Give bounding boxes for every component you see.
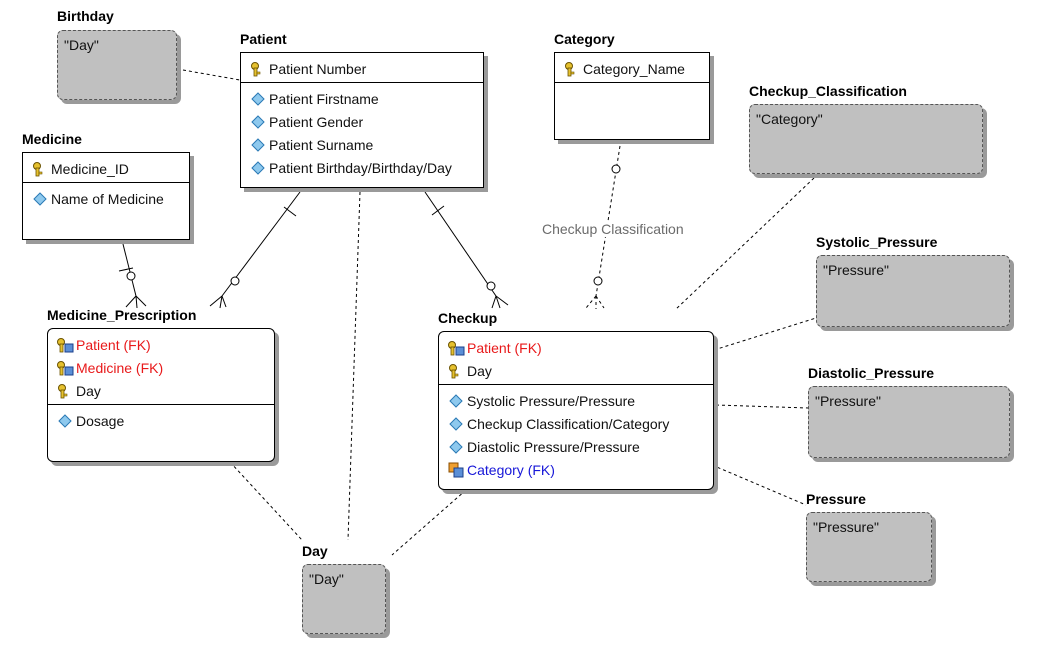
diamond-icon [447, 392, 465, 410]
attribute-name: Patient (FK) [467, 339, 542, 356]
relationship-patient-checkup [424, 191, 497, 297]
entity-title-medicine-prescription: Medicine_Prescription [47, 307, 197, 323]
attribute-row[interactable]: Patient Birthday/Birthday/Day [249, 156, 477, 179]
domain-value-day: "Day" [309, 571, 344, 587]
attribute-row[interactable]: Patient (FK) [447, 336, 707, 359]
diamond-icon [249, 113, 267, 131]
diamond-icon [249, 90, 267, 108]
key-icon [31, 160, 49, 178]
attribute-row[interactable]: Category (FK) [447, 458, 707, 481]
domain-title-checkup-classification: Checkup_Classification [749, 83, 907, 99]
domain-diastolic-pressure[interactable]: "Pressure" [808, 386, 1010, 458]
entity-patient-keys: Patient Number [241, 53, 483, 83]
attribute-row[interactable]: Systolic Pressure/Pressure [447, 389, 707, 412]
entity-medicine-keys: Medicine_ID [23, 153, 189, 183]
attribute-row[interactable]: Patient Gender [249, 110, 477, 133]
entity-medicine-prescription[interactable]: Patient (FK) Medicine (FK) Day Dosage [47, 328, 275, 462]
domain-title-pressure: Pressure [806, 491, 866, 507]
entity-title-medicine: Medicine [22, 131, 82, 147]
entity-title-checkup: Checkup [438, 310, 498, 326]
key-icon [249, 60, 267, 78]
attribute-row[interactable]: Medicine (FK) [56, 356, 268, 379]
domain-day[interactable]: "Day" [302, 564, 386, 634]
domain-value-systolic-pressure: "Pressure" [823, 262, 889, 278]
attribute-name: Patient Birthday/Birthday/Day [269, 159, 452, 176]
attribute-name: Medicine_ID [51, 160, 129, 177]
domain-title-day: Day [302, 543, 328, 559]
attribute-name: Patient Number [269, 60, 367, 77]
foreign-key-icon [56, 336, 74, 354]
foreign-attr-icon [447, 461, 465, 479]
domain-title-systolic-pressure: Systolic_Pressure [816, 234, 938, 250]
diamond-icon [31, 190, 49, 208]
attribute-name: Day [467, 362, 492, 379]
attribute-name: Day [76, 382, 101, 399]
attribute-row[interactable]: Checkup Classification/Category [447, 412, 707, 435]
diamond-icon [56, 412, 74, 430]
entity-checkup-attributes: Systolic Pressure/Pressure Checkup Class… [439, 385, 713, 483]
attribute-row[interactable]: Diastolic Pressure/Pressure [447, 435, 707, 458]
domain-birthday[interactable]: "Day" [57, 30, 177, 100]
entity-title-category: Category [554, 31, 615, 47]
entity-medicine-prescription-keys: Patient (FK) Medicine (FK) Day [48, 329, 274, 405]
domain-systolic-pressure[interactable]: "Pressure" [816, 255, 1010, 327]
attribute-name: Patient Surname [269, 136, 374, 153]
entity-checkup[interactable]: Patient (FK) Day Systolic Pressure/Press… [438, 331, 714, 490]
attribute-name: Medicine (FK) [76, 359, 164, 376]
domain-value-birthday: "Day" [64, 37, 99, 53]
attribute-row[interactable]: Patient Surname [249, 133, 477, 156]
attribute-name: Systolic Pressure/Pressure [467, 392, 636, 409]
entity-medicine[interactable]: Medicine_ID Name of Medicine [22, 152, 190, 240]
entity-patient-attributes: Patient Firstname Patient Gender Patient… [241, 83, 483, 181]
attribute-name: Dosage [76, 412, 125, 429]
domain-checkup-classification[interactable]: "Category" [749, 104, 983, 174]
relationship-label-checkup-classification: Checkup Classification [542, 221, 684, 237]
attribute-row[interactable]: Patient Number [249, 57, 477, 80]
domain-value-diastolic-pressure: "Pressure" [815, 393, 881, 409]
domain-title-birthday: Birthday [57, 8, 114, 24]
relationship-medicine-prescription [122, 243, 137, 297]
entity-checkup-keys: Patient (FK) Day [439, 332, 713, 385]
entity-category-keys: Category_Name [555, 53, 709, 83]
attribute-name: Category (FK) [467, 461, 555, 478]
attribute-name: Category_Name [583, 60, 685, 77]
entity-patient[interactable]: Patient Number Patient Firstname Patient… [240, 52, 484, 188]
diamond-icon [447, 438, 465, 456]
foreign-key-icon [56, 359, 74, 377]
entity-title-patient: Patient [240, 31, 287, 47]
attribute-name: Diastolic Pressure/Pressure [467, 438, 640, 455]
entity-medicine-attributes: Name of Medicine [23, 183, 189, 212]
diamond-icon [447, 415, 465, 433]
attribute-row[interactable]: Patient (FK) [56, 333, 268, 356]
diamond-icon [249, 159, 267, 177]
attribute-row[interactable]: Category_Name [563, 57, 703, 80]
attribute-name: Checkup Classification/Category [467, 415, 670, 432]
attribute-row[interactable]: Patient Firstname [249, 87, 477, 110]
domain-pressure[interactable]: "Pressure" [806, 512, 932, 582]
attribute-row[interactable]: Day [56, 379, 268, 402]
attribute-name: Patient Firstname [269, 90, 379, 107]
attribute-name: Name of Medicine [51, 190, 164, 207]
key-icon [563, 60, 581, 78]
domain-title-diastolic-pressure: Diastolic_Pressure [808, 365, 935, 381]
entity-category[interactable]: Category_Name [554, 52, 710, 140]
domain-value-checkup-classification: "Category" [756, 111, 823, 127]
key-icon [56, 382, 74, 400]
attribute-row[interactable]: Day [447, 359, 707, 382]
foreign-key-icon [447, 339, 465, 357]
attribute-row[interactable]: Name of Medicine [31, 187, 183, 210]
diamond-icon [249, 136, 267, 154]
attribute-row[interactable]: Medicine_ID [31, 157, 183, 180]
key-icon [447, 362, 465, 380]
entity-medicine-prescription-attributes: Dosage [48, 405, 274, 434]
attribute-name: Patient Gender [269, 113, 364, 130]
attribute-name: Patient (FK) [76, 336, 151, 353]
attribute-row[interactable]: Dosage [56, 409, 268, 432]
domain-value-pressure: "Pressure" [813, 519, 879, 535]
